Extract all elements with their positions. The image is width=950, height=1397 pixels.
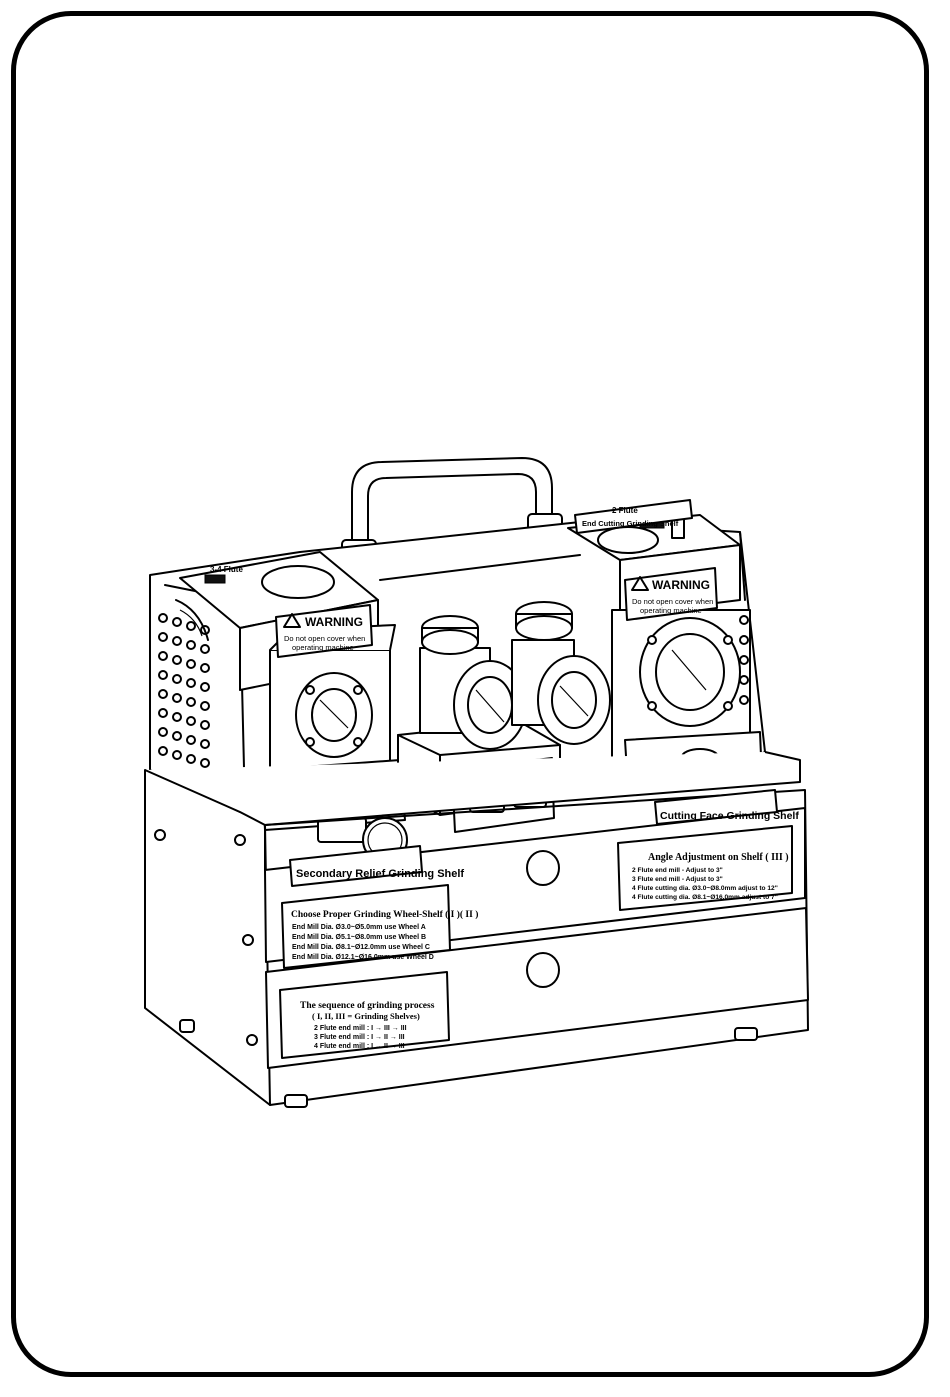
left-vent-holes: [158, 613, 210, 768]
vent-hole: [186, 621, 196, 631]
vent-hole: [200, 682, 210, 692]
cutting-face-label: Cutting Face Grinding Shelf: [654, 789, 799, 825]
vent-hole: [158, 632, 168, 642]
sequence-panel-line-1: 2 Flute end mill : I → III → III: [314, 1025, 407, 1032]
vent-hole: [172, 750, 182, 760]
warning-label-left: WARNING Do not open cover when operating…: [275, 604, 373, 658]
warning-label-right: WARNING Do not open cover when operating…: [624, 567, 718, 621]
top-right-label-line1: 2 Flute: [612, 506, 638, 515]
vent-hole: [172, 636, 182, 646]
vent-hole: [172, 693, 182, 703]
vent-hole: [158, 746, 168, 756]
warning-left-title: WARNING: [305, 615, 363, 629]
wheel-panel-line-4: End Mill Dia. Ø12.1~Ø16.0mm use Wheel D: [292, 954, 434, 961]
vent-hole: [158, 613, 168, 623]
sequence-panel-subtitle: ( I, II, III = Grinding Shelves): [312, 1011, 420, 1021]
right-vent-holes: [739, 615, 749, 705]
vent-hole: [186, 640, 196, 650]
vent-hole: [200, 644, 210, 654]
wheel-panel-line-1: End Mill Dia. Ø3.0~Ø5.0mm use Wheel A: [292, 924, 426, 931]
secondary-relief-label: Secondary Relief Grinding Shelf: [289, 845, 464, 887]
warning-left-line2: operating machine: [292, 643, 354, 652]
vent-hole: [186, 678, 196, 688]
sequence-panel-line-2: 3 Flute end mill : I → II → III: [314, 1034, 405, 1041]
vent-hole: [158, 670, 168, 680]
angle-panel-line-1: 2 Flute end mill - Adjust to 3": [632, 867, 723, 874]
angle-panel-title: Angle Adjustment on Shelf ( III ): [648, 852, 789, 863]
cutting-face-text: Cutting Face Grinding Shelf: [660, 810, 799, 822]
wheel-panel-line-2: End Mill Dia. Ø5.1~Ø8.0mm use Wheel B: [292, 934, 426, 941]
vent-hole: [186, 697, 196, 707]
vent-hole: [172, 674, 182, 684]
sequence-panel-title: The sequence of grinding process: [300, 1001, 435, 1011]
top-right-label: 2 Flute End Cutting Grinding Shelf: [574, 499, 693, 534]
angle-adjustment-panel: Angle Adjustment on Shelf ( III ) 2 Flut…: [617, 825, 793, 911]
vent-hole: [172, 731, 182, 741]
angle-panel-line-4: 4 Flute cutting dia. Ø8.1~Ø16.0mm adjust…: [632, 894, 778, 901]
side-dial: [175, 599, 209, 641]
warning-right-line2: operating machine: [640, 606, 702, 615]
vent-hole: [172, 655, 182, 665]
sequence-panel-line-3: 4 Flute end mill : I → II → III: [314, 1043, 405, 1050]
vent-hole: [186, 754, 196, 764]
wheel-panel-line-3: End Mill Dia. Ø8.1~Ø12.0mm use Wheel C: [292, 944, 430, 951]
warning-right-line1: Do not open cover when: [632, 597, 713, 606]
vent-hole: [200, 701, 210, 711]
vent-hole: [172, 617, 182, 627]
angle-panel-line-3: 4 Flute cutting dia. Ø3.0~Ø8.0mm adjust …: [632, 885, 778, 892]
vent-hole: [200, 739, 210, 749]
top-left-label: 3-4 Flute: [210, 565, 243, 574]
vent-hole: [186, 735, 196, 745]
vent-hole: [158, 708, 168, 718]
secondary-relief-text: Secondary Relief Grinding Shelf: [296, 868, 464, 880]
vent-hole: [200, 663, 210, 673]
vent-hole: [200, 758, 210, 768]
vent-hole: [186, 716, 196, 726]
vent-hole: [158, 727, 168, 737]
vent-hole: [200, 720, 210, 730]
top-right-label-line2: End Cutting Grinding Shelf: [582, 519, 679, 528]
grinding-wheel-panel: Choose Proper Grinding Wheel-Shelf ( I )…: [281, 884, 478, 969]
vent-hole: [172, 712, 182, 722]
page-frame: [11, 11, 929, 1377]
wheel-panel-title: Choose Proper Grinding Wheel-Shelf ( I )…: [291, 909, 478, 920]
vent-hole: [158, 689, 168, 699]
grinding-sequence-panel: The sequence of grinding process ( I, II…: [279, 971, 450, 1059]
warning-left-line1: Do not open cover when: [284, 634, 365, 643]
angle-panel-line-2: 3 Flute end mill - Adjust to 3": [632, 876, 723, 883]
vent-hole: [186, 659, 196, 669]
warning-right-title: WARNING: [652, 578, 710, 592]
vent-hole: [158, 651, 168, 661]
